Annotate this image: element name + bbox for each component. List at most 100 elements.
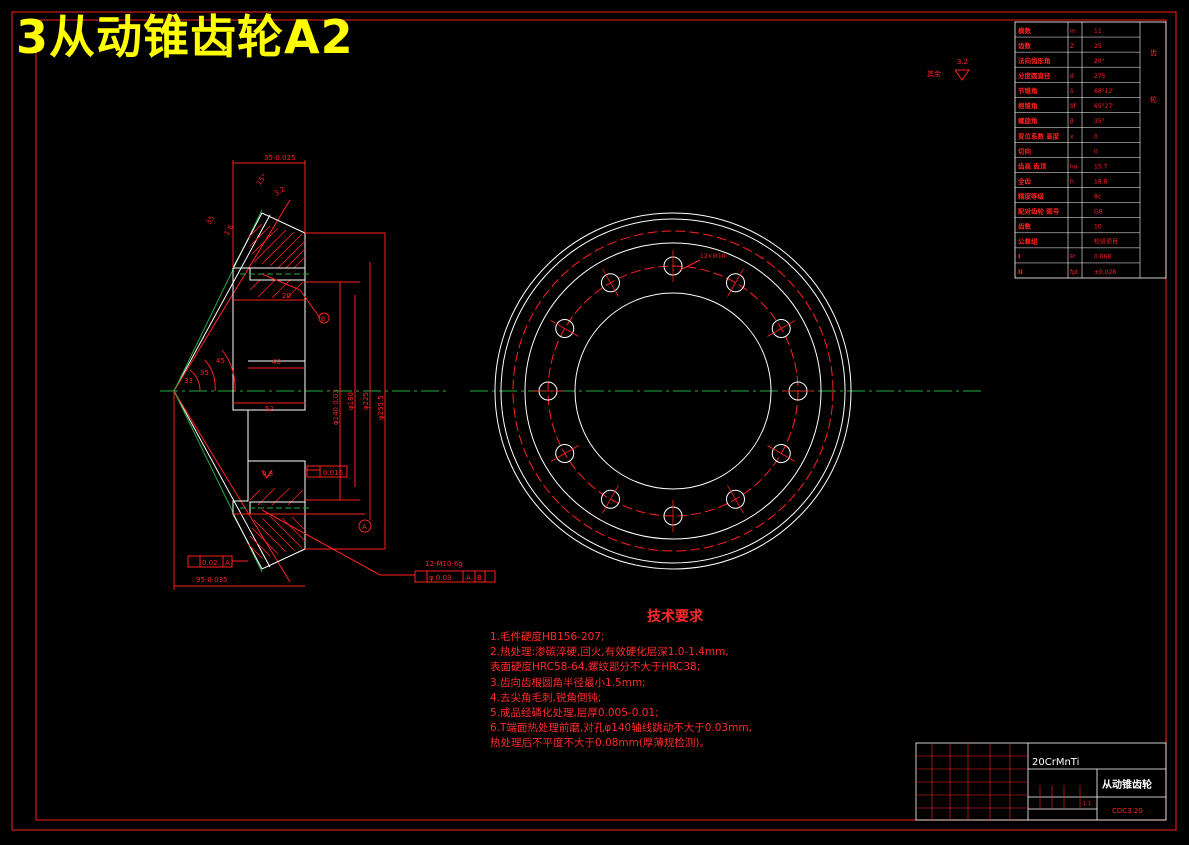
param-value: 68°12'	[1094, 88, 1114, 95]
param-name: 模数	[1018, 26, 1032, 35]
datum-leader-b	[261, 273, 321, 319]
section-view	[160, 160, 450, 590]
outer-frame	[11, 11, 1177, 831]
bolt-hole-axis	[550, 445, 579, 462]
bolt-hole	[555, 319, 575, 338]
outer-circle	[494, 212, 852, 570]
cone-line-top-2	[173, 199, 291, 392]
bolt-hole-axis	[602, 268, 619, 297]
dim-top-text: 35-0.025	[264, 154, 295, 162]
param-name: II	[1018, 268, 1023, 276]
front-view: 12×M10	[470, 212, 985, 570]
bore-circle	[574, 292, 772, 490]
param-side-label: 轮	[1150, 95, 1157, 104]
requirement-line: 热处理后不平度不大于0.08mm(厚薄规检测)。	[490, 737, 711, 750]
dim-bore-text: φ140 0.03	[332, 389, 340, 425]
dim-surface-text: 3.2	[273, 185, 287, 197]
bolt-hole	[771, 319, 791, 338]
requirement-line: 3.齿向齿根圆角半径最小1.5mm;	[490, 676, 646, 689]
param-value: 20°	[1094, 58, 1105, 65]
param-value: 0	[1094, 133, 1098, 140]
bolt-hole-axis	[727, 268, 744, 297]
angle-arc-3	[221, 349, 236, 392]
param-symbol: β	[1070, 118, 1074, 125]
dim-20-text: 20	[282, 292, 291, 300]
param-value: 275	[1094, 73, 1106, 80]
scale-text: 1:1	[1083, 801, 1091, 807]
param-name: 分度圆直径	[1018, 71, 1051, 80]
thread-leader	[261, 509, 415, 576]
cone-line-top	[173, 214, 271, 392]
hole-label: 12×M10	[700, 253, 726, 260]
param-name: 公差组	[1018, 237, 1038, 246]
param-name: 节锥角	[1018, 86, 1038, 95]
bolt-hole-axis	[767, 445, 796, 462]
hole-leader	[679, 259, 701, 271]
material-text: 20CrMnTi	[1032, 757, 1079, 768]
param-name: 变位系数 高度	[1018, 131, 1060, 140]
section-dim-text: 35-0.025 15° 3.2 1.6 35 20 40 52 φ140 0.…	[184, 58, 968, 584]
requirement-line: 1.毛件硬度HB156-207;	[490, 631, 605, 643]
dim-thread-text: 12-M10-6g	[425, 560, 463, 568]
param-symbol: fpt	[1070, 269, 1079, 276]
param-symbol: Fr	[1070, 254, 1076, 261]
body-inner-edge	[232, 268, 249, 514]
dim-angle2-text: 35	[200, 369, 209, 377]
fcf-position-ref2: B	[477, 574, 482, 582]
bolt-hole	[601, 273, 620, 293]
param-name: 根锥角	[1018, 101, 1038, 110]
datum-b-circle	[318, 312, 330, 324]
dim-40-text: 40	[272, 358, 281, 366]
param-value: 15.7	[1094, 163, 1108, 170]
requirement-line: 4.去尖角毛刺,锐角倒钝;	[490, 691, 602, 704]
bolt-hole-axis	[602, 485, 619, 514]
title-block-text: 20CrMnTi 从动锥齿轮 CDC3.20 1:1	[1032, 757, 1152, 815]
bolt-hole	[555, 444, 575, 463]
param-value: 检验项目	[1094, 238, 1118, 246]
param-name: 齿数	[1018, 222, 1032, 231]
rough-other-val: 3.2	[957, 58, 968, 66]
param-value: 0	[1094, 148, 1098, 155]
title-block-frame	[915, 742, 1167, 821]
fcf-position-val: φ 0.03	[429, 574, 451, 582]
param-symbol: δ	[1070, 88, 1074, 95]
fcf-runout-ref: A	[225, 559, 230, 567]
param-value: 0.068	[1094, 254, 1111, 261]
hatch-bottom	[247, 487, 306, 559]
bolt-hole-axis	[767, 320, 796, 337]
dim-angle1-text: 33	[184, 377, 193, 385]
bolt-hole	[726, 273, 745, 293]
technical-requirements: 技术要求 1.毛件硬度HB156-207; 2.热处理:渗碳淬硬,回火,有效硬化…	[490, 606, 860, 752]
inner-frame	[35, 19, 1167, 821]
outer-circle-2	[500, 218, 846, 564]
angle-arc-1	[189, 369, 201, 392]
fcf-group	[187, 312, 496, 583]
param-value: GB	[1094, 209, 1103, 216]
param-name: 精度等级	[1018, 191, 1045, 200]
param-value: 11	[1094, 28, 1102, 35]
rough-symbol-2	[261, 469, 273, 479]
bolt-hole	[726, 489, 745, 509]
rough-other-text: 其余	[927, 69, 941, 78]
fcf-flatness	[306, 465, 348, 478]
pitch-circle	[512, 230, 834, 552]
param-symbol: δf	[1070, 103, 1077, 110]
dim-rough2-text: 0.8	[262, 470, 273, 478]
bolt-hole	[771, 444, 791, 463]
dim-outer-text: φ255.5	[377, 395, 385, 420]
param-symbol: d	[1070, 73, 1074, 80]
dim-dia2-text: φ180	[347, 392, 355, 410]
param-name: 螺旋角	[1018, 116, 1038, 125]
param-value: 8c	[1094, 193, 1101, 200]
param-value: 25	[1094, 43, 1102, 50]
param-table-frame	[1014, 21, 1167, 279]
bolt-hole	[601, 489, 620, 509]
requirement-line: 6.T端面热处理前磨,对孔φ140轴线跳动不大于0.03mm,	[490, 722, 752, 735]
bolt-hole-axis	[550, 320, 579, 337]
body-upper-block	[248, 267, 306, 411]
param-name: 齿高 齿顶	[1018, 161, 1047, 170]
dim-angle3-text: 45	[216, 357, 225, 365]
bolt-holes	[532, 250, 814, 532]
